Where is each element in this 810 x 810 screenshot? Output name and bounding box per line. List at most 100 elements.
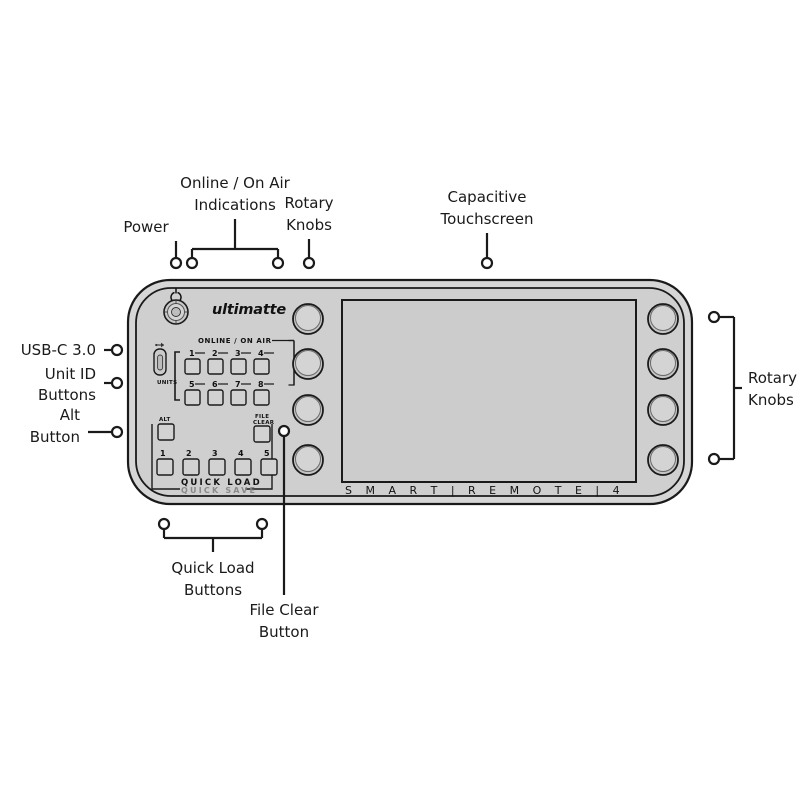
unit-button-3[interactable] [230, 358, 247, 375]
callout-unit-id-line2: Buttons [38, 386, 96, 404]
callout-alt-marker [110, 425, 124, 439]
callout-file-clear-marker [277, 424, 291, 438]
callout-alt-line1: Alt [60, 406, 80, 424]
usb-c-port-slot [157, 354, 164, 371]
callout-capacitive-touchscreen: Capacitive Touchscreen [440, 188, 534, 270]
callout-file-clear-line2: Button [259, 623, 309, 641]
callout-unit-id-buttons: Unit ID Buttons [38, 365, 124, 404]
rotary-knob-right-1[interactable] [647, 303, 679, 335]
alt-button-label: ALT [159, 417, 171, 423]
callout-online-on-air-line1: Online / On Air [180, 174, 290, 192]
quick-load-button-5[interactable] [260, 458, 278, 476]
capacitive-touchscreen[interactable] [341, 299, 637, 483]
callout-online-on-air-marker-left [185, 256, 199, 270]
unit-id-buttons-row-2[interactable]: 5 6 7 8 [184, 380, 274, 406]
callout-power-label: Power [123, 218, 169, 236]
model-text: S M A R T | R E M O T E | 4 [345, 484, 625, 497]
callout-touchscreen-line1: Capacitive [448, 188, 527, 206]
callout-file-clear-button: File Clear Button [249, 424, 319, 641]
callout-rotary-knobs-top-line2: Knobs [286, 216, 332, 234]
unit-button-1[interactable] [184, 358, 201, 375]
usb-c-port-group[interactable] [153, 342, 167, 376]
alt-button-group[interactable]: ALT [157, 417, 175, 441]
quick-load-section: 1 2 3 4 5 QUICK LOAD QUICK SAVE [151, 424, 278, 495]
callout-file-clear-line1: File Clear [249, 601, 319, 619]
callout-alt-button: Alt Button [30, 406, 124, 446]
callout-quick-load-buttons: Quick Load Buttons [157, 517, 269, 599]
unit-button-4[interactable] [253, 358, 270, 375]
callout-rotary-knobs-top-marker [302, 256, 316, 270]
callout-rotary-right-line2: Knobs [748, 391, 794, 409]
quick-load-label-4: 4 [238, 449, 244, 458]
unit-button-8[interactable] [253, 389, 270, 406]
rotary-knob-left-3[interactable] [292, 394, 324, 426]
callout-online-on-air-marker-right [271, 256, 285, 270]
callout-unit-id-marker [110, 376, 124, 390]
callout-online-on-air-line2: Indications [194, 196, 276, 214]
rotary-knob-right-2[interactable] [647, 348, 679, 380]
callout-rotary-knobs-top-line1: Rotary [284, 194, 333, 212]
file-clear-button-group[interactable]: FILE CLEAR [253, 414, 275, 443]
unit-button-5[interactable] [184, 389, 201, 406]
rotary-knob-right-3[interactable] [647, 394, 679, 426]
unit-button-label-1: 1 [189, 349, 195, 358]
callout-usb-c: USB-C 3.0 [21, 341, 124, 359]
brand-logo: ultimatte [212, 302, 286, 318]
callout-quick-load-marker-right [255, 517, 269, 531]
power-button-inner [171, 307, 181, 317]
callout-rotary-right-marker-top [707, 310, 721, 324]
unit-button-label-4: 4 [258, 349, 264, 358]
quick-load-button-2[interactable] [182, 458, 200, 476]
unit-button-label-6: 6 [212, 380, 218, 389]
online-on-air-label: ONLINE / ON AIR [198, 337, 272, 345]
callout-usb-c-label: USB-C 3.0 [21, 341, 96, 359]
quick-load-buttons[interactable]: 1 2 3 4 5 [156, 449, 278, 476]
unit-button-2[interactable] [207, 358, 224, 375]
quick-load-label-5: 5 [264, 449, 270, 458]
rotary-knob-right-4[interactable] [647, 444, 679, 476]
quick-load-section-label: QUICK LOAD [181, 478, 262, 488]
quick-save-section-label: QUICK SAVE [181, 486, 257, 495]
rotary-knob-left-4[interactable] [292, 444, 324, 476]
callout-rotary-knobs-right: Rotary Knobs [707, 310, 797, 466]
file-clear-button[interactable] [253, 425, 271, 443]
callout-touchscreen-marker [480, 256, 494, 270]
callout-power-marker [169, 256, 183, 270]
unit-button-6[interactable] [207, 389, 224, 406]
right-rotary-knobs[interactable] [647, 303, 679, 476]
callout-power: Power [123, 218, 183, 270]
alt-button[interactable] [157, 423, 175, 441]
quick-load-button-1[interactable] [156, 458, 174, 476]
callout-alt-line2: Button [30, 428, 80, 446]
callout-unit-id-line1: Unit ID [45, 365, 96, 383]
unit-button-7[interactable] [230, 389, 247, 406]
unit-button-label-5: 5 [189, 380, 195, 389]
unit-id-buttons-row-1[interactable]: 1 2 3 4 [184, 349, 274, 375]
power-button-group[interactable] [163, 287, 189, 325]
callout-online-on-air: Online / On Air Indications [180, 174, 291, 270]
callout-touchscreen-line2: Touchscreen [440, 210, 534, 228]
online-on-air-section: ONLINE / ON AIR UNITS 1 2 3 4 [157, 337, 295, 406]
rotary-knob-left-1[interactable] [292, 303, 324, 335]
usb-icon [155, 342, 164, 348]
callout-quick-load-line1: Quick Load [171, 559, 254, 577]
callout-rotary-right-marker-bottom [707, 452, 721, 466]
callout-rotary-knobs-top: Rotary Knobs [284, 194, 334, 270]
file-clear-label-line2: CLEAR [253, 420, 275, 426]
left-rotary-knobs[interactable] [292, 303, 324, 476]
quick-load-button-4[interactable] [234, 458, 252, 476]
callout-quick-load-line2: Buttons [184, 581, 242, 599]
quick-load-label-1: 1 [160, 449, 166, 458]
quick-load-label-2: 2 [186, 449, 192, 458]
unit-button-label-3: 3 [235, 349, 241, 358]
unit-button-label-2: 2 [212, 349, 218, 358]
quick-load-button-3[interactable] [208, 458, 226, 476]
unit-button-label-7: 7 [235, 380, 241, 389]
file-clear-label-line1: FILE [255, 414, 269, 420]
callout-usb-c-marker [110, 343, 124, 357]
rotary-knob-left-2[interactable] [292, 348, 324, 380]
model-nameplate: S M A R T | R E M O T E | 4 [345, 484, 625, 497]
callout-quick-load-marker-left [157, 517, 171, 531]
callout-rotary-right-line1: Rotary [748, 369, 797, 387]
